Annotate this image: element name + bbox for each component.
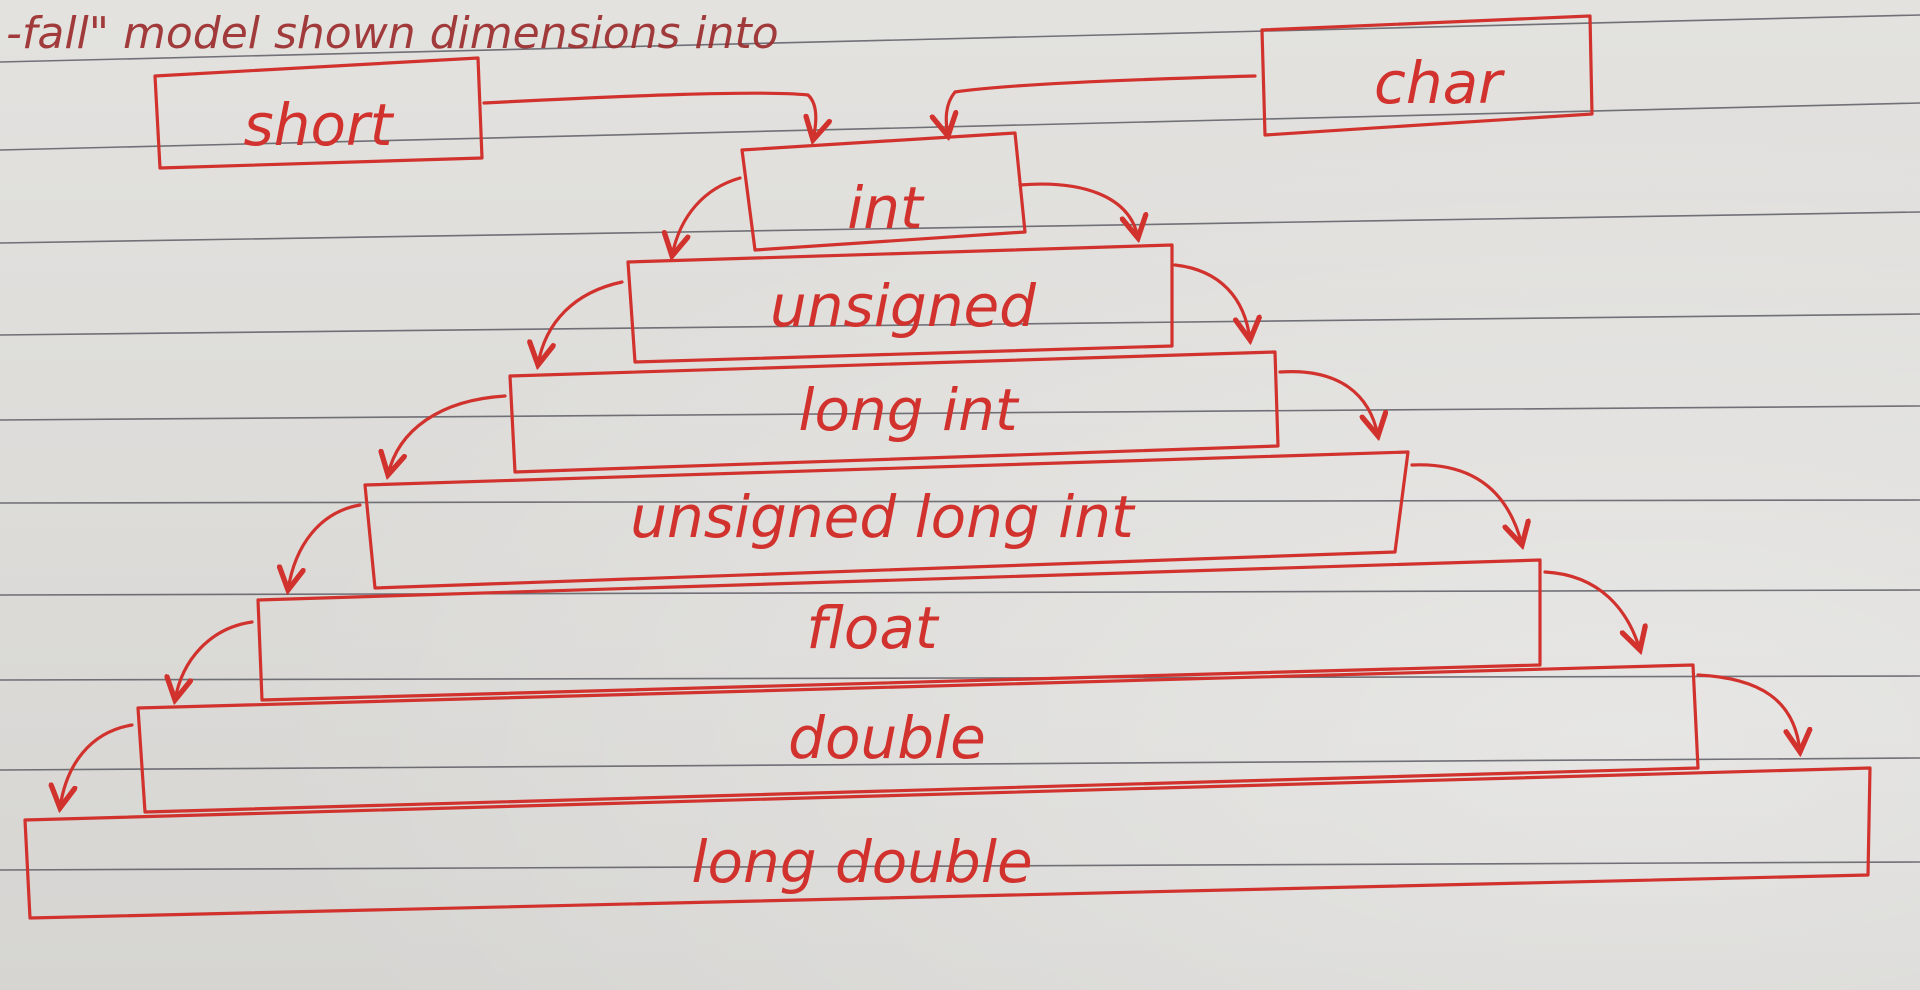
label-long-double: long double: [691, 828, 1032, 896]
label-long-int: long int: [798, 376, 1019, 444]
box-int: int: [740, 131, 1027, 252]
label-char: char: [1374, 49, 1505, 117]
box-long-double: long double: [23, 766, 1872, 920]
left-cascade-arrows: [60, 176, 742, 808]
box-float: float: [256, 558, 1542, 702]
header-note: -fall" model shown dimensions into: [6, 8, 779, 59]
box-double: double: [136, 663, 1700, 814]
label-int: int: [847, 174, 925, 242]
label-float: float: [806, 594, 939, 662]
box-long-int: long int: [508, 350, 1280, 474]
right-cascade-arrows: [1018, 182, 1800, 752]
label-unsigned-long-int: unsigned long int: [630, 483, 1136, 551]
label-unsigned: unsigned: [770, 272, 1037, 340]
label-short: short: [243, 91, 394, 159]
box-unsigned: unsigned: [626, 243, 1174, 364]
ruled-lines: [0, 14, 1920, 871]
label-double: double: [788, 704, 986, 772]
box-short: short: [153, 56, 484, 170]
box-unsigned-long-int: unsigned long int: [363, 450, 1410, 590]
arrows-into-int: [482, 74, 1257, 140]
box-char: char: [1260, 14, 1594, 137]
